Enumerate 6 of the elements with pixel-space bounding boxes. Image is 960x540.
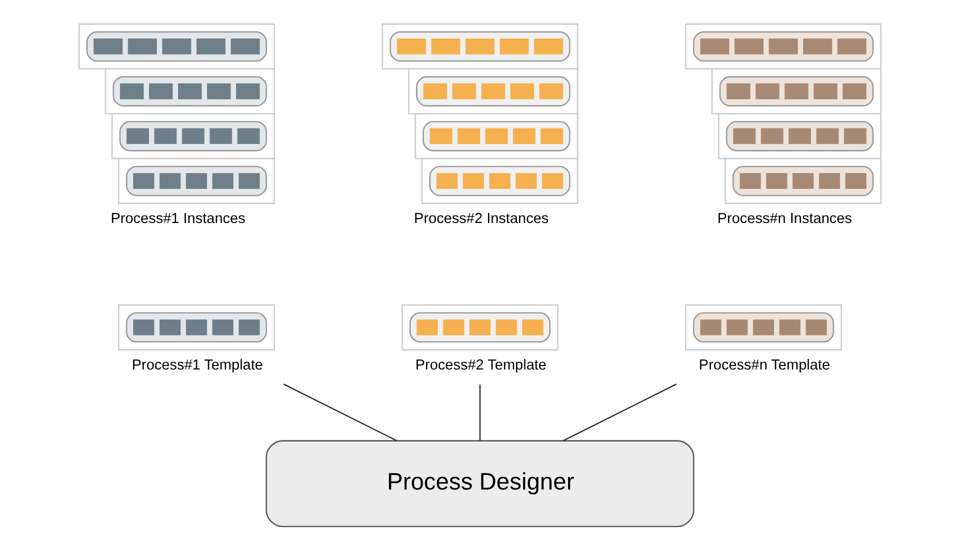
node-label: Process#1 Template — [132, 357, 263, 374]
node-label: Process#n Instances — [717, 210, 852, 227]
node-label: Process#1 Instances — [110, 210, 246, 227]
node-label: Process#2 Template — [415, 357, 546, 374]
node-label: Process#2 Instances — [414, 210, 549, 227]
node-label: Process#n Template — [698, 357, 830, 374]
